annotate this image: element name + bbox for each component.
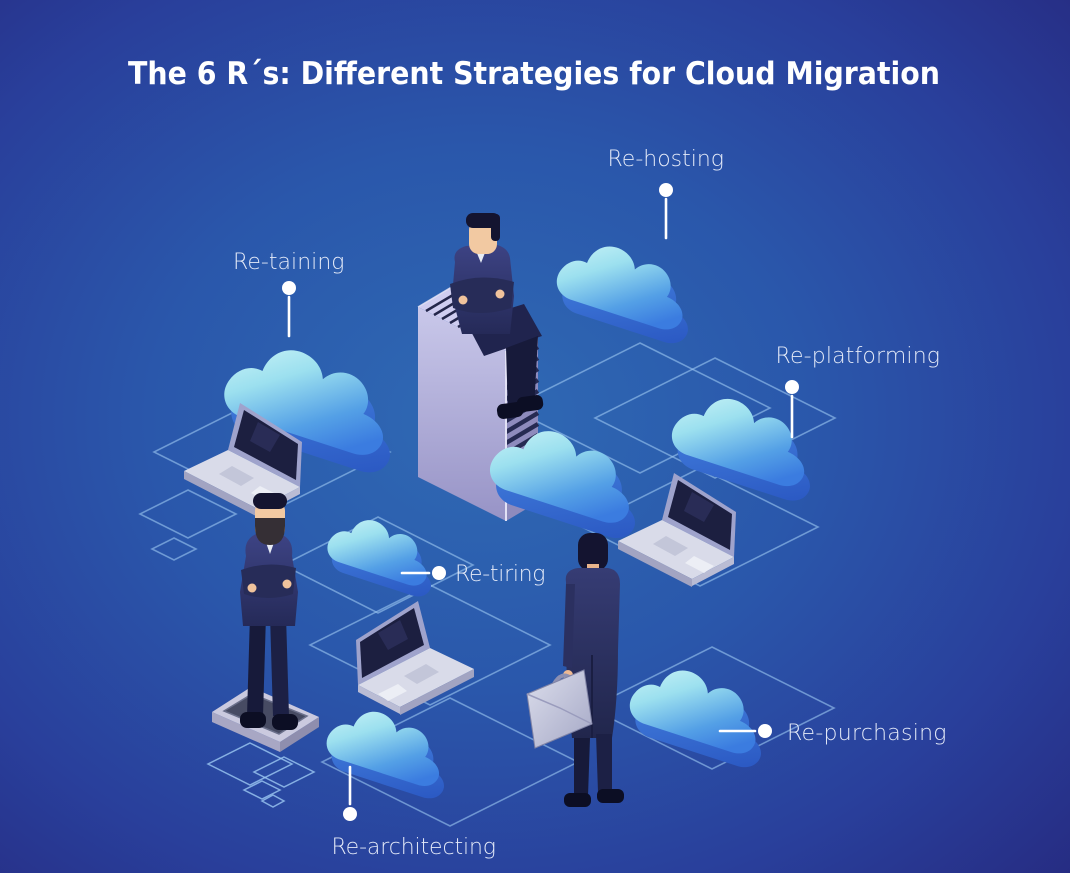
network-grid-icon xyxy=(206,742,316,808)
businessman-standing-icon xyxy=(240,493,298,730)
connector-dot xyxy=(785,380,799,394)
connector-dot xyxy=(758,724,772,738)
label-re-taining-group: Re-taining xyxy=(233,250,345,338)
label-re-purchasing: Re-purchasing xyxy=(787,721,947,746)
briefcase-icon xyxy=(526,669,593,749)
page-title: The 6 R´s: Different Strategies for Clou… xyxy=(128,56,940,92)
connector-dot xyxy=(432,566,446,580)
label-re-tiring: Re-tiring xyxy=(455,562,546,587)
label-re-tiring-group: Re-tiring xyxy=(400,562,546,587)
label-re-taining: Re-taining xyxy=(233,250,345,275)
label-re-platforming: Re-platforming xyxy=(776,344,941,369)
label-re-purchasing-group: Re-purchasing xyxy=(718,721,947,746)
label-re-hosting-group: Re-hosting xyxy=(608,147,725,240)
label-re-architecting: Re-architecting xyxy=(332,835,497,860)
businessman-sitting-icon xyxy=(450,213,544,419)
label-re-hosting: Re-hosting xyxy=(608,147,725,172)
connector-dot xyxy=(343,807,357,821)
label-re-architecting-group: Re-architecting xyxy=(332,765,497,860)
connector-dot xyxy=(282,281,296,295)
connector-dot xyxy=(659,183,673,197)
businessman-briefcase-icon xyxy=(526,533,624,807)
label-re-platforming-group: Re-platforming xyxy=(776,344,941,439)
